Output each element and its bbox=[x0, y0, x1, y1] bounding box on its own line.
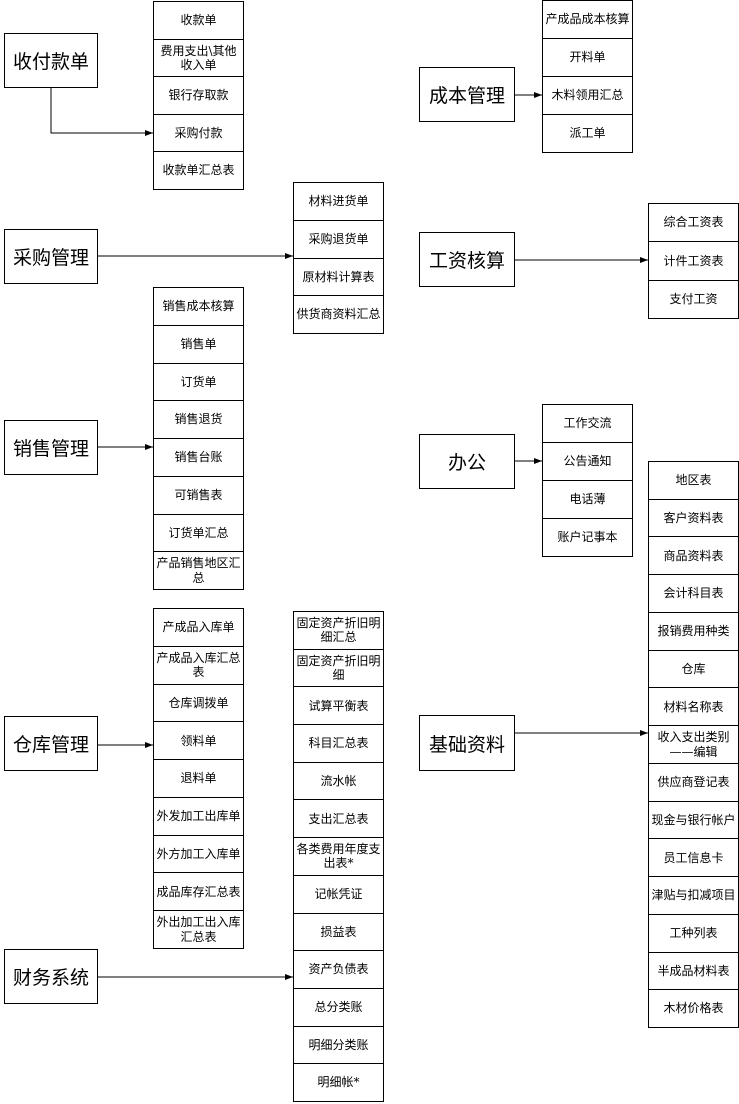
submodule-box: 产品销售地区汇总 bbox=[154, 551, 243, 589]
submodule-box: 工种列表 bbox=[649, 913, 738, 952]
submodule-box: 领料单 bbox=[154, 721, 243, 759]
submodule-box: 工作交流 bbox=[563, 416, 612, 431]
submodule-box: 产成品入库单 bbox=[162, 620, 235, 635]
submodule-box: 现金与银行帐户 bbox=[649, 800, 738, 839]
submodule-box: 资产负债表 bbox=[294, 950, 383, 988]
submodule-box: 退料单 bbox=[154, 759, 243, 797]
submodule-box: 试算平衡表 bbox=[294, 686, 383, 724]
module-box-cost: 成本管理 bbox=[419, 67, 515, 122]
submodule-stack-purchasing: 材料进货单采购退货单原材料计算表供货商资料汇总 bbox=[293, 182, 384, 334]
submodule-stack-payroll: 综合工资表计件工资表支付工资 bbox=[648, 203, 739, 319]
submodule-box: 商品资料表 bbox=[649, 536, 738, 574]
submodule-box: 半成品材料表 bbox=[649, 951, 738, 990]
submodule-box: 仓库 bbox=[649, 649, 738, 688]
submodule-box: 材料进货单 bbox=[308, 194, 369, 209]
submodule-box: 采购付款 bbox=[154, 113, 243, 152]
submodule-box: 可销售表 bbox=[154, 475, 243, 514]
arrow-payments bbox=[50, 88, 153, 136]
submodule-box: 计件工资表 bbox=[649, 241, 738, 279]
submodule-box: 销售退货 bbox=[154, 400, 243, 438]
submodule-box: 津贴与扣减项目 bbox=[649, 876, 738, 914]
submodule-box: 收款单 bbox=[180, 13, 217, 28]
submodule-box: 支出汇总表 bbox=[294, 799, 383, 837]
submodule-box: 流水帐 bbox=[294, 761, 383, 800]
module-box-payroll: 工资核算 bbox=[419, 232, 515, 287]
submodule-box: 成品库存汇总表 bbox=[154, 872, 243, 910]
submodule-box: 材料名称表 bbox=[649, 687, 738, 725]
submodule-box: 地区表 bbox=[675, 473, 712, 488]
submodule-box: 仓库调拨单 bbox=[154, 683, 243, 722]
module-box-purchasing: 采购管理 bbox=[4, 229, 98, 284]
submodule-box: 各类费用年度支出表* bbox=[294, 837, 383, 875]
submodule-box: 固定资产折旧明细汇总 bbox=[296, 615, 381, 645]
module-box-sales: 销售管理 bbox=[4, 420, 98, 475]
submodule-box: 报销费用种类 bbox=[649, 611, 738, 650]
submodule-box: 销售成本核算 bbox=[162, 299, 235, 314]
module-box-basic-data: 基础资料 bbox=[419, 715, 515, 771]
module-box-finance: 财务系统 bbox=[4, 949, 98, 1004]
submodule-stack-basic-data: 地区表客户资料表商品资料表会计科目表报销费用种类仓库材料名称表收入支出类别——编… bbox=[648, 461, 739, 1028]
submodule-stack-finance: 固定资产折旧明细汇总固定资产折旧明细试算平衡表科目汇总表流水帐支出汇总表各类费用… bbox=[293, 611, 384, 1102]
submodule-box: 费用支出\其他收入单 bbox=[154, 38, 243, 77]
submodule-stack-sales: 销售成本核算销售单订货单销售退货销售台账可销售表订货单汇总产品销售地区汇总 bbox=[153, 287, 244, 590]
submodule-box: 订货单汇总 bbox=[154, 513, 243, 552]
submodule-box: 公告通知 bbox=[543, 442, 632, 480]
submodule-box: 支付工资 bbox=[649, 279, 738, 318]
submodule-box: 供货商资料汇总 bbox=[294, 295, 383, 333]
submodule-stack-office: 工作交流公告通知电话薄账户记事本 bbox=[542, 404, 633, 557]
submodule-box: 明细帐* bbox=[294, 1063, 383, 1101]
submodule-box: 产成品入库汇总表 bbox=[154, 645, 243, 684]
submodule-box: 综合工资表 bbox=[663, 215, 724, 230]
submodule-box: 订货单 bbox=[154, 362, 243, 401]
submodule-box: 开料单 bbox=[543, 38, 632, 76]
submodule-box: 客户资料表 bbox=[649, 498, 738, 537]
submodule-box: 固定资产折旧明细 bbox=[294, 648, 383, 687]
submodule-box: 外方加工入库单 bbox=[154, 834, 243, 873]
module-box-warehouse: 仓库管理 bbox=[4, 716, 98, 771]
submodule-box: 记帐凭证 bbox=[294, 874, 383, 913]
submodule-stack-cost: 产成品成本核算开料单木料领用汇总派工单 bbox=[542, 0, 633, 153]
submodule-box: 总分类账 bbox=[294, 987, 383, 1026]
submodule-box: 木料领用汇总 bbox=[543, 76, 632, 114]
submodule-stack-warehouse: 产成品入库单产成品入库汇总表仓库调拨单领料单退料单外发加工出库单外方加工入库单成… bbox=[153, 608, 244, 949]
submodule-box: 木材价格表 bbox=[649, 989, 738, 1027]
submodule-box: 原材料计算表 bbox=[294, 257, 383, 296]
submodule-box: 账户记事本 bbox=[543, 518, 632, 556]
submodule-box: 会计科目表 bbox=[649, 574, 738, 612]
submodule-box: 收款单汇总表 bbox=[154, 151, 243, 189]
submodule-box: 销售台账 bbox=[154, 438, 243, 476]
submodule-box: 电话薄 bbox=[543, 480, 632, 518]
submodule-stack-payments: 收款单费用支出\其他收入单银行存取款采购付款收款单汇总表 bbox=[153, 1, 244, 190]
submodule-box: 供应商登记表 bbox=[649, 762, 738, 801]
module-box-payments: 收付款单 bbox=[4, 33, 98, 88]
submodule-box: 员工信息卡 bbox=[649, 838, 738, 876]
submodule-box: 外出加工出入库汇总表 bbox=[154, 910, 243, 948]
submodule-box: 明细分类账 bbox=[294, 1025, 383, 1064]
submodule-box: 派工单 bbox=[543, 114, 632, 152]
submodule-box: 外发加工出库单 bbox=[154, 796, 243, 835]
submodule-box: 收入支出类别——编辑 bbox=[649, 725, 738, 763]
submodule-box: 损益表 bbox=[294, 912, 383, 951]
module-box-office: 办公 bbox=[419, 434, 515, 489]
submodule-box: 产成品成本核算 bbox=[545, 12, 630, 27]
submodule-box: 采购退货单 bbox=[294, 219, 383, 258]
submodule-box: 销售单 bbox=[154, 324, 243, 363]
submodule-box: 科目汇总表 bbox=[294, 724, 383, 762]
submodule-box: 银行存取款 bbox=[154, 76, 243, 114]
